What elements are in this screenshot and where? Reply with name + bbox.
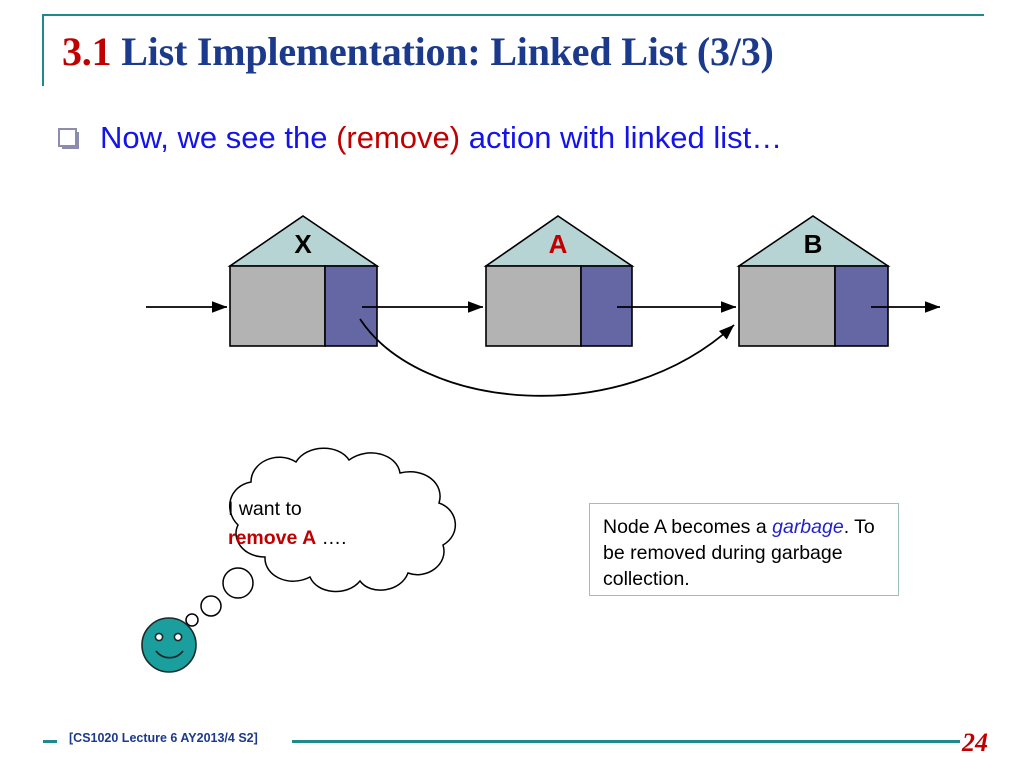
thought-bubble-line-1: I want to [228,498,302,520]
thought-bubble-dot-small [185,613,199,627]
footer-rule [292,740,960,743]
garbage-note-text-2: . To be removed during garbage collectio… [603,516,875,590]
footer-dash [43,740,57,743]
node-x-data-box [229,265,326,347]
node-b: B [736,215,891,347]
thought-bubble-dot-medium [200,595,222,617]
hollow-square-bullet-icon [58,128,80,150]
node-x: X [227,215,380,347]
linked-list-diagram: X A B [0,195,1024,435]
garbage-note-text: Node A becomes a garbage. To be removed … [603,514,886,592]
thought-bubble-dot-large [222,567,254,599]
bullet-text-before: Now, we see the [100,120,337,155]
thought-bubble-ellipsis: …. [316,527,347,549]
bullet-text: Now, we see the (remove) action with lin… [100,118,782,158]
garbage-note-emphasis: garbage [772,516,844,538]
thought-bubble-group [125,440,485,675]
page-title: 3.1 List Implementation: Linked List (3/… [62,28,774,76]
thought-bubble-text: I want to remove A …. [228,495,438,553]
node-a-pointer-box [580,265,633,347]
page-title-number: 3.1 [62,29,112,74]
node-b-label: B [804,229,823,259]
node-x-label: X [294,229,312,259]
title-top-rule [42,14,984,16]
footer-label: [CS1020 Lecture 6 AY2013/4 S2] [69,731,258,745]
node-a-data-box [485,265,582,347]
page-number: 24 [962,728,988,757]
thought-bubble-cloud [229,447,457,593]
node-a-label: A [549,229,568,259]
node-b-data-box [738,265,836,347]
thought-bubble-line-2: remove A …. [228,524,438,553]
bullet-keyword: (remove) [336,120,461,155]
node-b-pointer-box [834,265,889,347]
garbage-note-box: Node A becomes a garbage. To be removed … [589,503,899,596]
thought-bubble-action: remove A [228,527,317,549]
arrow-x-curved-to-b [359,318,735,397]
bullet-row: Now, we see the (remove) action with lin… [58,118,782,158]
garbage-note-text-1: Node A becomes a [603,516,773,538]
page-title-text: List Implementation: Linked List (3/3) [111,29,774,74]
node-x-pointer-box [324,265,378,347]
smiley-face-icon [141,617,197,673]
node-a: A [483,215,635,347]
bullet-text-after: action with linked list… [460,120,783,155]
title-left-accent-bar [42,14,44,86]
